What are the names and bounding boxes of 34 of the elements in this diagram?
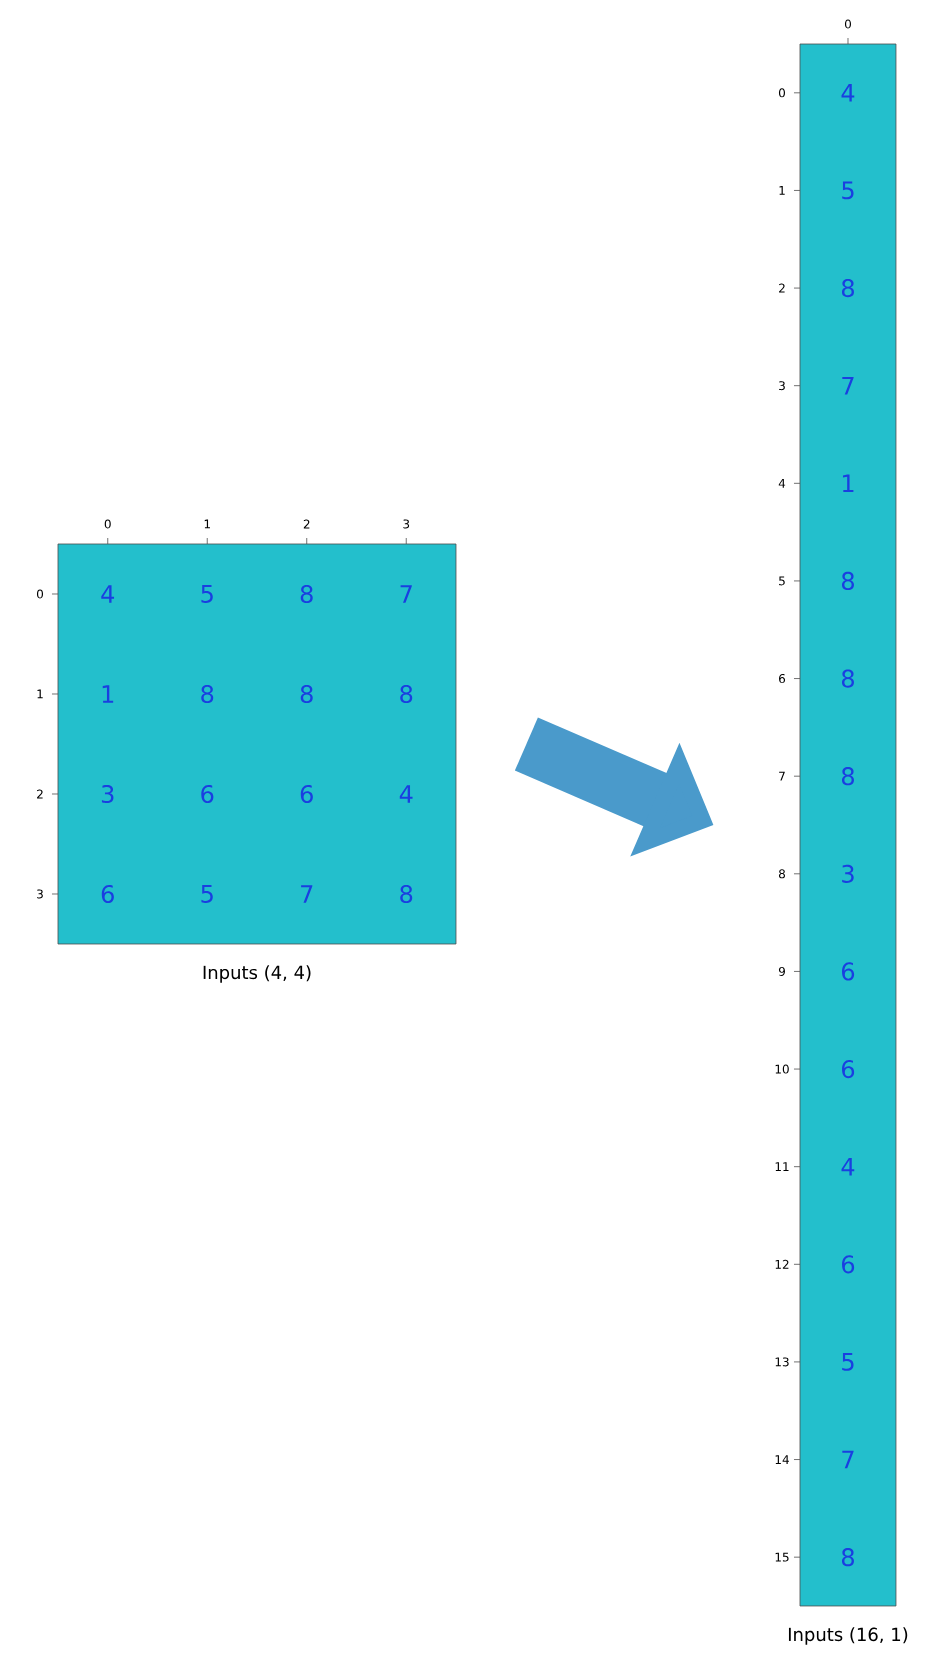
cell-value: 7 [842, 1450, 854, 1469]
cell-value: 8 [201, 684, 214, 704]
cell-value: 5 [842, 1353, 854, 1371]
cell-value: 6 [842, 962, 855, 981]
cell-value: 6 [101, 884, 114, 904]
cell-value: 5 [842, 181, 854, 200]
cell-value: 3 [101, 784, 114, 804]
grid-caption: Inputs (16, 1) [788, 1627, 908, 1645]
cell-value: 8 [842, 1548, 854, 1567]
cell-value: 6 [201, 784, 214, 804]
cell-value: 1 [843, 474, 854, 493]
cell-value: 8 [842, 767, 854, 786]
cell-value: 8 [842, 571, 854, 590]
cell-value: 1 [102, 685, 114, 703]
cell-value: 5 [201, 585, 213, 603]
cell-value: 8 [842, 669, 854, 688]
cell-value: 4 [841, 1157, 855, 1176]
cell-value: 7 [842, 376, 854, 395]
cell-value: 8 [842, 279, 854, 298]
cell-value: 7 [301, 885, 313, 903]
grid-caption: Inputs (4, 4) [203, 965, 311, 983]
cell-value: 6 [300, 784, 313, 804]
cell-value: 5 [201, 885, 213, 903]
cell-value: 6 [842, 1255, 855, 1274]
cell-value: 8 [300, 584, 313, 604]
cell-value: 4 [841, 84, 855, 102]
cell-value: 8 [400, 684, 413, 704]
cell-value: 6 [842, 1059, 855, 1079]
cell-value: 3 [842, 864, 854, 883]
cell-value: 4 [399, 785, 413, 803]
cell-value: 4 [101, 585, 115, 603]
cell-value: 7 [400, 585, 412, 603]
cell-value: 8 [400, 884, 413, 904]
cell-value: 8 [300, 684, 313, 704]
